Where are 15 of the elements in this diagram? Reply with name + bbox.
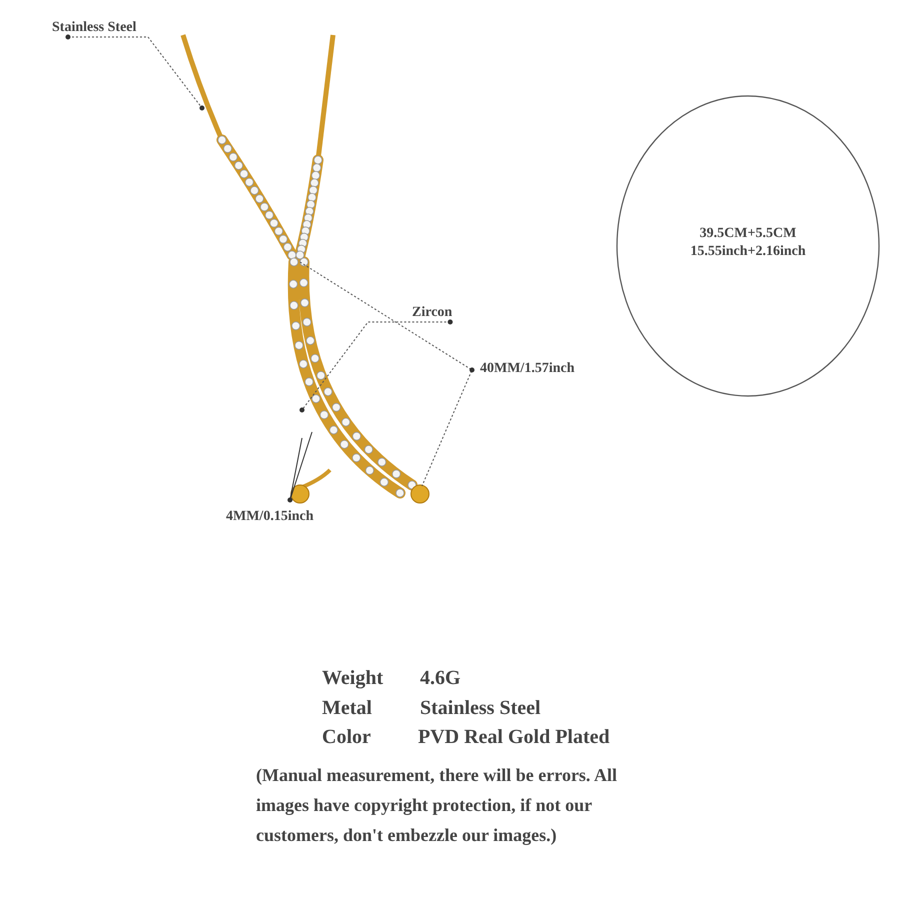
length-text: 15.55inch+2.16inch [690,244,806,259]
part-label: Zircon [412,305,452,321]
spec-value: 4.6G [420,667,461,690]
spec-value: Stainless Steel [420,697,541,720]
leader-line [300,320,453,412]
spec-value: PVD Real Gold Plated [418,726,610,749]
spec-name: Metal [322,697,372,720]
spec-name: Weight [322,667,384,690]
disclaimer-note: (Manual measurement, there will be errors. All images have copyright protection, if not our customers, don't embezzle our images.) [256,764,618,847]
dimension-text: 40MM/1.57inch [480,361,574,377]
leader-line [66,34,204,110]
length-text: 39.5CM+5.5CM [700,226,796,241]
part-label: Stainless Steel [52,20,136,36]
spec-name: Color [322,726,371,749]
dimension-text: 4MM/0.15inch [226,509,314,525]
